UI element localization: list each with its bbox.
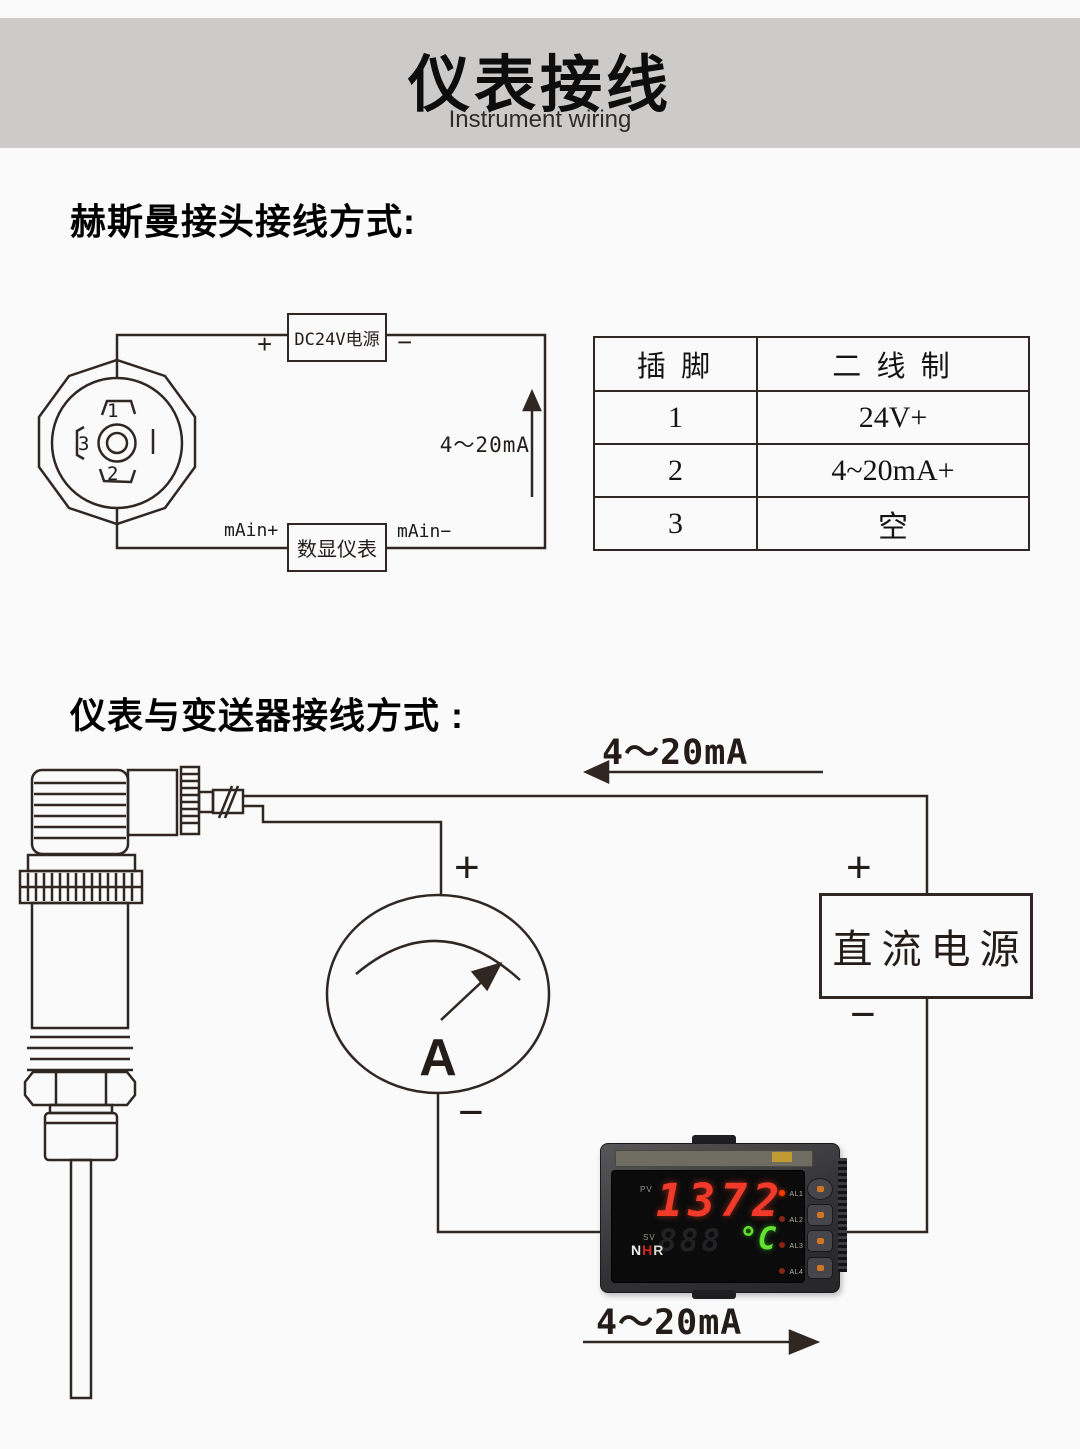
table-cell: 24V+ (756, 390, 1030, 445)
table-row: 3 空 (593, 496, 1030, 551)
brand-letter-h: H (642, 1242, 654, 1258)
meter-sv-ghost-digits: 888 (658, 1223, 723, 1259)
led-label: AL2 (789, 1217, 804, 1224)
meter-led-row: AL2 (779, 1209, 803, 1227)
table-header-twowire: 二 线 制 (756, 336, 1030, 392)
meter-button (807, 1257, 833, 1279)
dc24v-power-box: DC24V电源 (287, 313, 387, 362)
meter-led-row: AL3 (779, 1235, 803, 1253)
table-cell: 2 (593, 443, 758, 498)
ammeter-letter: A (419, 1029, 457, 1087)
led-label: AL3 (789, 1243, 804, 1250)
current-label-1: 4～20mA (439, 433, 530, 457)
dc-plus-sign: + (846, 843, 872, 892)
ammeter-minus-sign: − (458, 1088, 484, 1137)
meter-button (807, 1178, 833, 1200)
meter-bottom-tab (692, 1290, 736, 1299)
led-indicator (779, 1242, 785, 1248)
meter-sv-label: SV (643, 1233, 656, 1242)
table-cell: 1 (593, 390, 758, 445)
meter-brand-logo: NHR (631, 1242, 664, 1258)
current-arrow-bottom (583, 1329, 821, 1355)
current-label-bottom: 4～20mA (596, 1303, 743, 1343)
button-glyph-icon (816, 1238, 824, 1244)
led-indicator (779, 1216, 785, 1222)
power-minus-sign: − (397, 327, 413, 357)
connector-pin2-label: 2 (107, 463, 119, 485)
main-minus-label: mAin− (397, 521, 452, 542)
connector-pin1-label: 1 (107, 400, 119, 422)
table-cell: 空 (756, 496, 1030, 551)
meter-terminal-ribs (838, 1158, 847, 1272)
table-cell: 4~20mA+ (756, 443, 1030, 498)
section1-heading: 赫斯曼接头接线方式: (70, 201, 416, 242)
connector-pin3-label: 3 (78, 433, 90, 455)
section2-heading: 仪表与变送器接线方式 : (70, 695, 464, 736)
pin-table: 插 脚 二 线 制 1 24V+ 2 4~20mA+ 3 空 (593, 336, 1030, 551)
meter-pv-label: PV (640, 1185, 653, 1194)
meter-led-row: AL1 (779, 1183, 803, 1201)
table-cell: 3 (593, 496, 758, 551)
current-direction-arrow-1 (522, 388, 542, 497)
table-row: 2 4~20mA+ (593, 443, 1030, 498)
hirschmann-connector-drawing (37, 358, 197, 526)
meter-button (807, 1204, 833, 1226)
led-label: AL1 (789, 1191, 804, 1198)
loop-wires-2 (243, 794, 929, 1234)
meter-sticker (772, 1152, 792, 1162)
main-plus-label: mAin+ (224, 520, 279, 541)
digital-display-box: 数显仪表 (287, 523, 387, 572)
ammeter-symbol (325, 893, 551, 1095)
button-glyph-icon (816, 1265, 824, 1271)
table-header-pin: 插 脚 (593, 336, 758, 392)
meter-pv-value: 1372 (656, 1174, 785, 1227)
current-arrow-top (582, 760, 823, 784)
meter-sv-unit: °C (739, 1221, 777, 1257)
dc-power-box: 直流电源 (819, 893, 1033, 999)
meter-button (807, 1230, 833, 1252)
brand-letter-r: R (653, 1242, 665, 1258)
button-glyph-icon (816, 1212, 824, 1218)
page-subtitle: Instrument wiring (448, 106, 632, 133)
loop-wires-1 (115, 333, 547, 550)
button-glyph-icon (816, 1186, 824, 1192)
meter-top-tab (692, 1135, 736, 1145)
brand-letter-n: N (631, 1242, 643, 1258)
led-label: AL4 (789, 1269, 804, 1276)
power-plus-sign: + (257, 329, 273, 359)
header-band (0, 18, 1080, 148)
table-row: 1 24V+ (593, 390, 1030, 445)
meter-display (611, 1170, 805, 1283)
ammeter-plus-sign: + (454, 843, 480, 892)
transmitter-drawing (18, 765, 245, 1400)
meter-top-strip (615, 1150, 813, 1167)
led-indicator (779, 1268, 785, 1274)
meter-led-row: AL4 (779, 1261, 803, 1279)
table-header-row: 插 脚 二 线 制 (593, 336, 1030, 392)
current-label-top: 4～20mA (602, 733, 749, 773)
page-title: 仪表接线 (407, 51, 672, 120)
led-indicator (779, 1190, 785, 1196)
